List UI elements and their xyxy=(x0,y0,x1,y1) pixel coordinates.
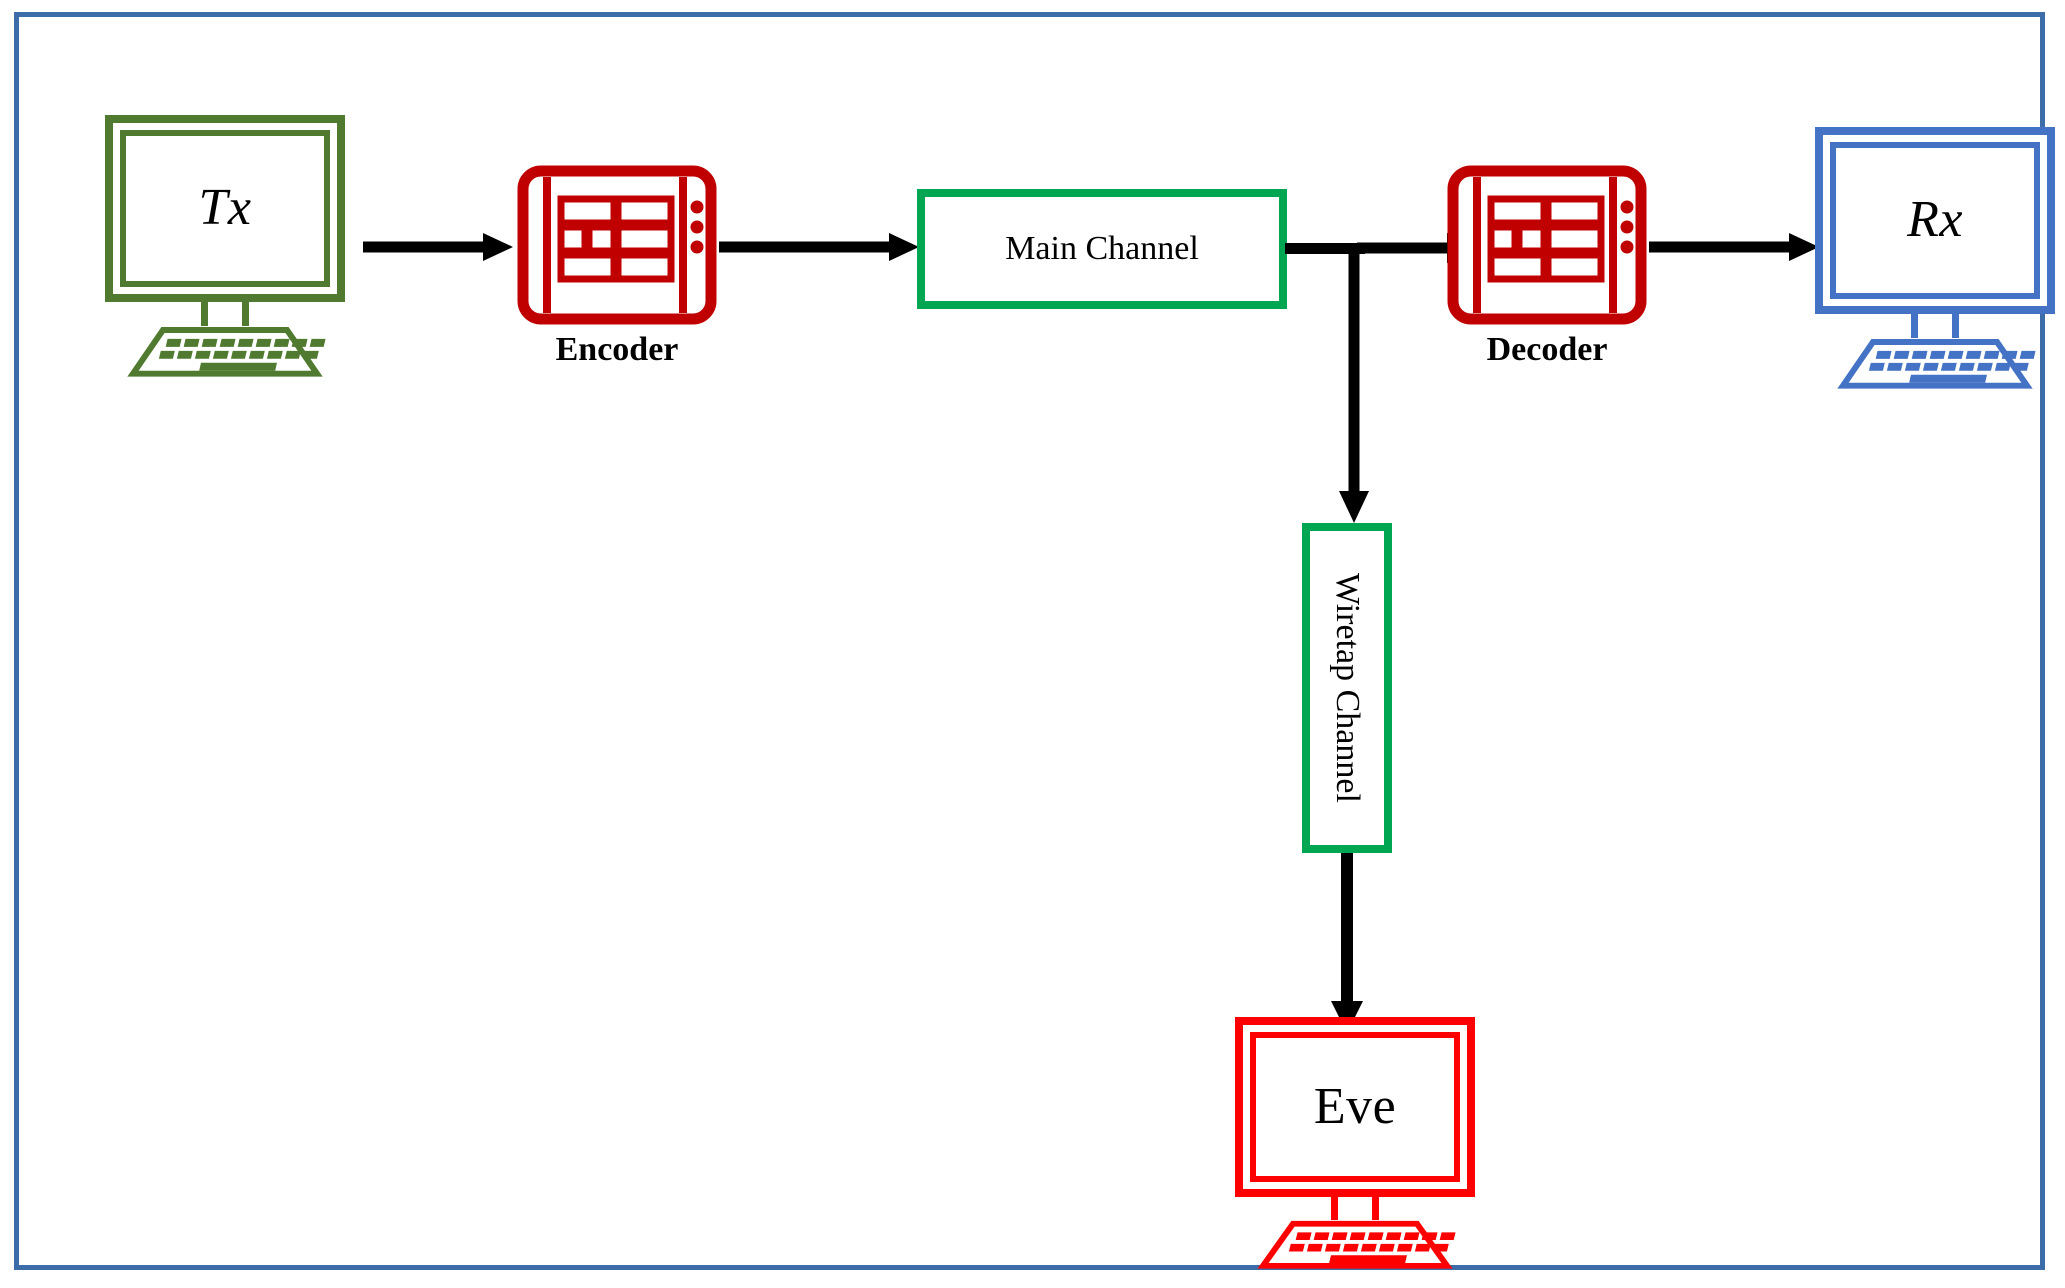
encoder-device-icon: Encoder xyxy=(517,165,717,368)
arrow-encoder-to-main-channel xyxy=(719,230,919,264)
arrow-tx-to-encoder xyxy=(363,230,513,264)
arrow-decoder-to-rx xyxy=(1649,230,1819,264)
receiver-monitor-stand xyxy=(1911,313,1959,338)
transmitter-keyboard-icon xyxy=(105,324,345,380)
wiretap-channel-label: Wiretap Channel xyxy=(1329,573,1366,803)
main-channel-box: Main Channel xyxy=(917,189,1287,309)
decoder-device-icon: Decoder xyxy=(1447,165,1647,368)
eavesdropper-screen: Eve xyxy=(1235,1017,1475,1197)
line-main-channel-to-junction xyxy=(1285,243,1365,254)
transmitter-screen-inner: Tx xyxy=(120,130,330,287)
receiver-screen: Rx xyxy=(1815,127,2055,314)
transmitter-monitor-stand xyxy=(201,301,249,326)
arrow-wiretap-channel-to-eve xyxy=(1330,853,1364,1033)
wiretap-channel-box: Wiretap Channel xyxy=(1302,523,1392,853)
receiver-screen-inner: Rx xyxy=(1830,142,2040,299)
receiver-computer-icon: Rx xyxy=(1815,127,2055,392)
receiver-label: Rx xyxy=(1907,191,1963,249)
eavesdropper-label: Eve xyxy=(1313,1077,1397,1135)
receiver-keyboard-icon xyxy=(1815,336,2055,392)
main-channel-label: Main Channel xyxy=(1005,230,1199,267)
decoder-label: Decoder xyxy=(1486,331,1608,369)
eavesdropper-keyboard-icon xyxy=(1235,1218,1475,1272)
transmitter-label: Tx xyxy=(198,179,252,237)
encoder-label: Encoder xyxy=(555,331,679,369)
figure-border: Tx xyxy=(14,12,2055,1272)
transmitter-screen: Tx xyxy=(105,115,345,302)
arrow-tap-to-wiretap-channel xyxy=(1337,243,1371,523)
eavesdropper-monitor-stand xyxy=(1331,1196,1379,1220)
eavesdropper-computer-icon: Eve xyxy=(1235,1017,1475,1272)
transmitter-computer-icon: Tx xyxy=(105,115,345,380)
eavesdropper-screen-inner: Eve xyxy=(1250,1032,1460,1182)
